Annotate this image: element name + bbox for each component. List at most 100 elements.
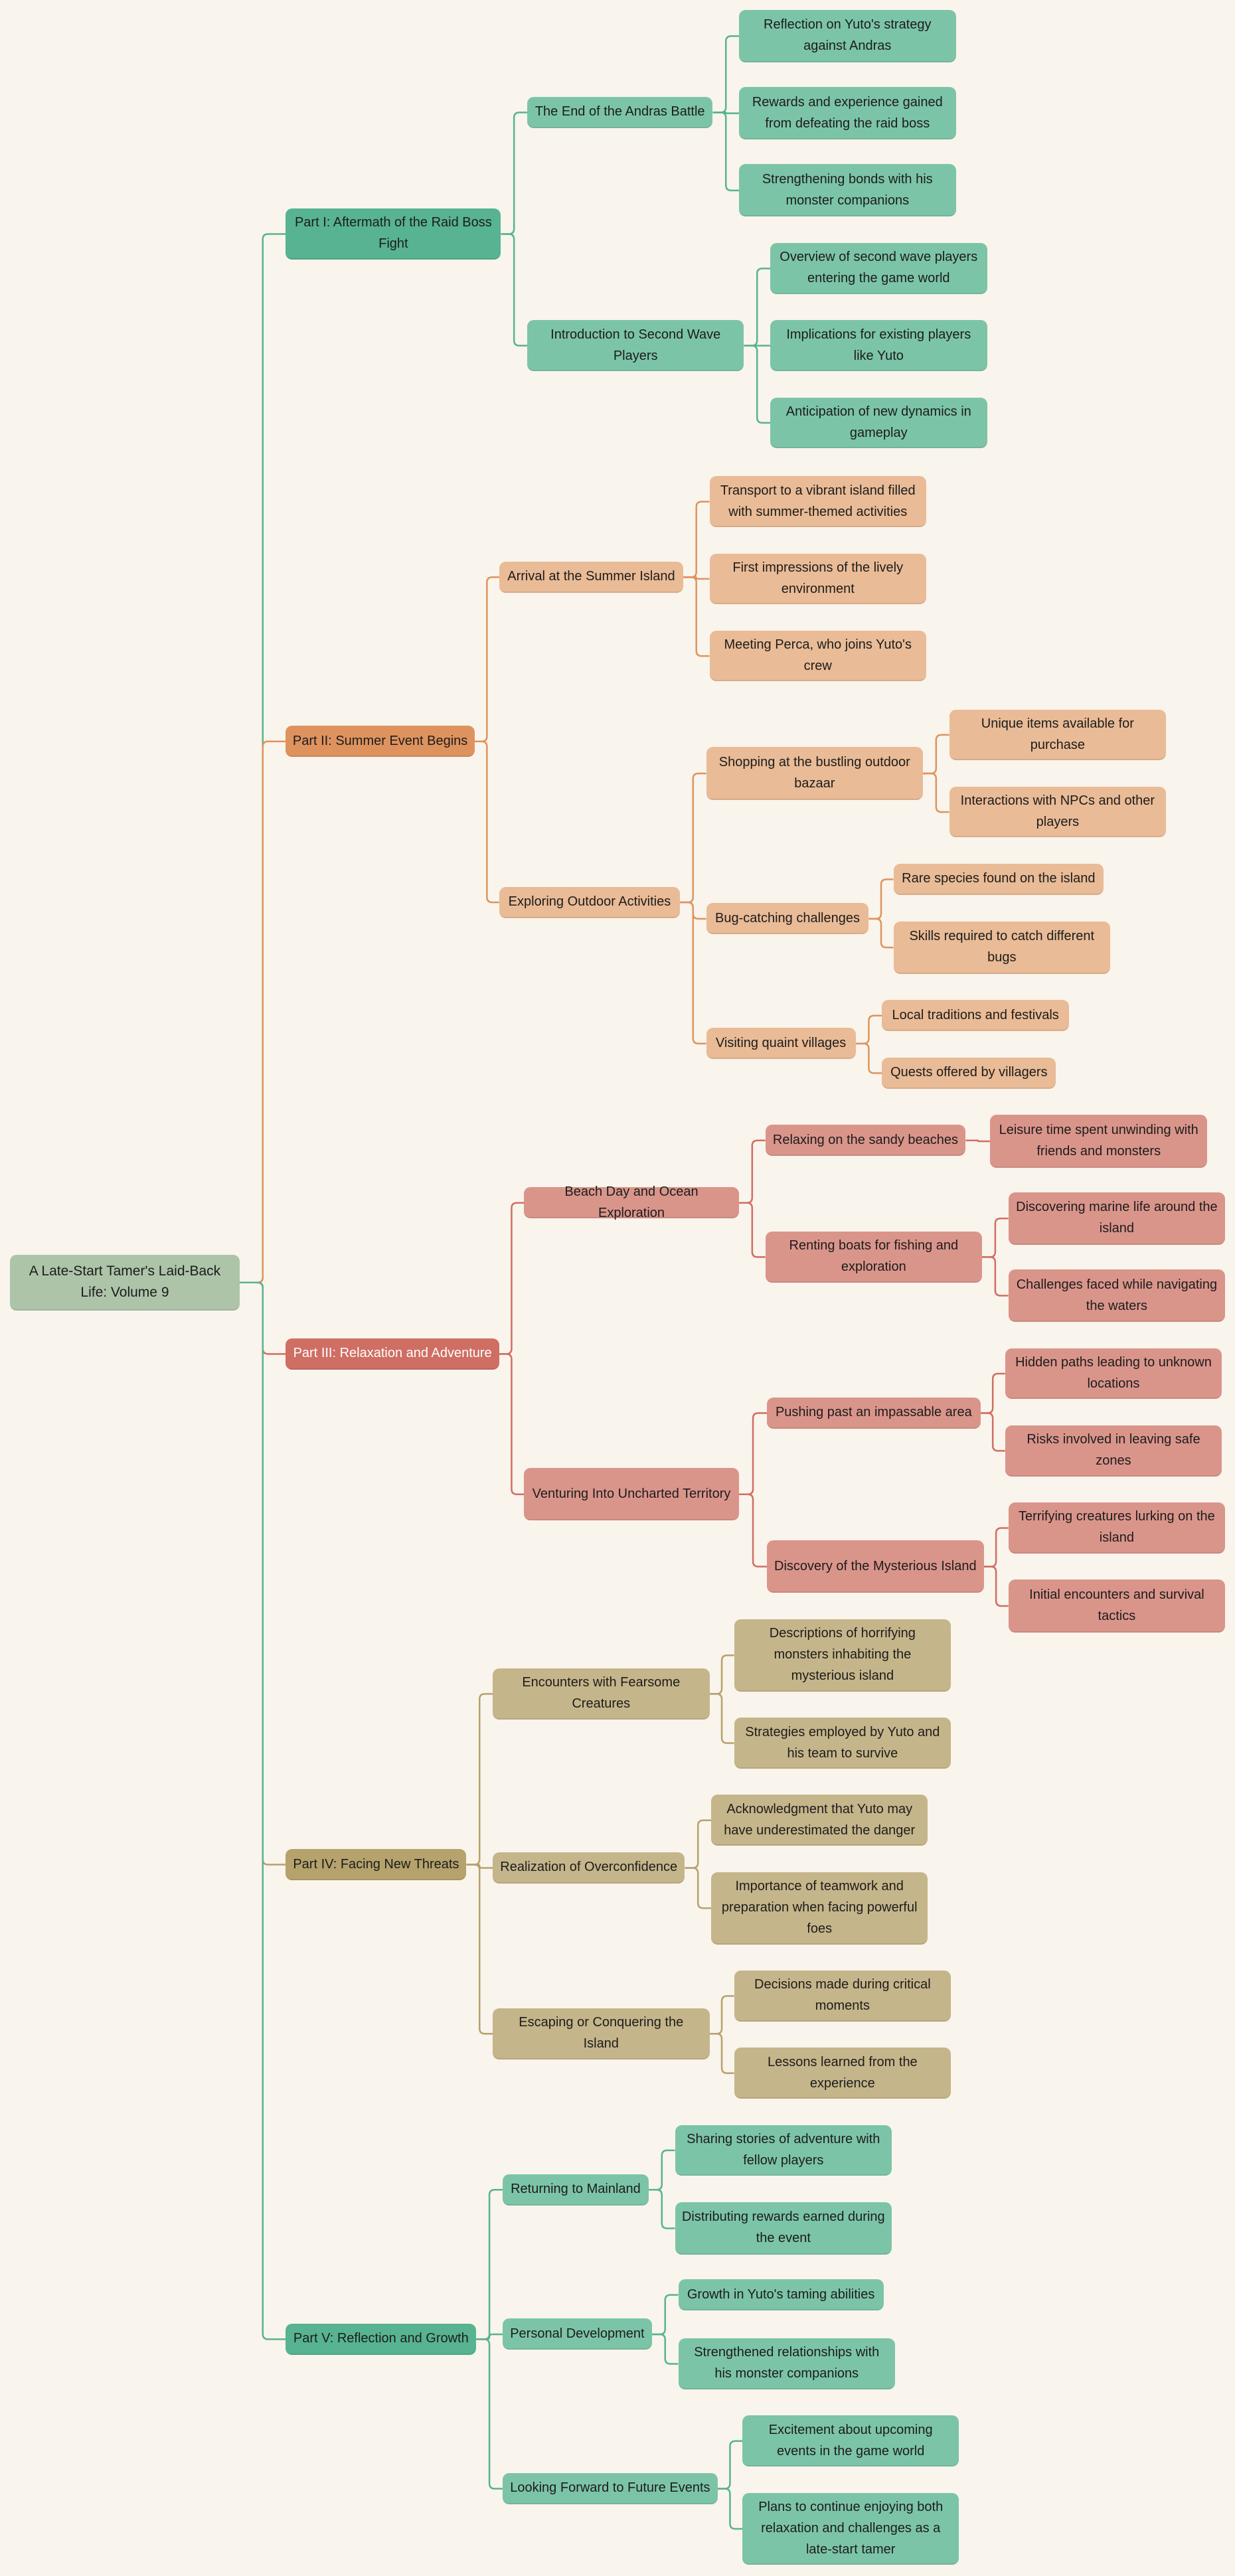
topic-node-sharing-stories-of-adventure-with-fellow[interactable]: Sharing stories of adventure with fellow… (675, 2125, 892, 2176)
topic-node-challenges-faced-while-navigating-the-wa[interactable]: Challenges faced while navigating the wa… (1008, 1269, 1226, 1323)
topic-node-strengthening-bonds-with-his-monster-com[interactable]: Strengthening bonds with his monster com… (739, 164, 956, 217)
connector-line (739, 1493, 768, 1568)
topic-node-returning-to-mainland[interactable]: Returning to Mainland (502, 2174, 649, 2206)
connector-line (240, 1281, 286, 2340)
node-label: Leisure time spent unwinding with friend… (999, 1123, 1198, 1159)
topic-node-shopping-at-the-bustling-outdoor-bazaar[interactable]: Shopping at the bustling outdoor bazaar (706, 747, 924, 800)
topic-node-overview-of-second-wave-players-entering[interactable]: Overview of second wave players entering… (770, 243, 987, 294)
node-label: Acknowledgment that Yuto may have undere… (724, 1801, 916, 1838)
topic-node-meeting-perca-who-joins-yuto-s-crew[interactable]: Meeting Perca, who joins Yuto's crew (709, 630, 926, 682)
node-label: Descriptions of horrifying monsters inha… (769, 1626, 916, 1684)
connector-line (648, 2149, 675, 2191)
topic-node-implications-for-existing-players-like-y[interactable]: Implications for existing players like Y… (770, 320, 987, 371)
topic-node-unique-items-available-for-purchase[interactable]: Unique items available for purchase (949, 709, 1167, 761)
topic-node-exploring-outdoor-activities[interactable]: Exploring Outdoor Activities (499, 886, 680, 918)
topic-node-relaxing-on-the-sandy-beaches[interactable]: Relaxing on the sandy beaches (765, 1125, 966, 1157)
topic-node-discovery-of-the-mysterious-island[interactable]: Discovery of the Mysterious Island (767, 1540, 984, 1593)
node-label: Initial encounters and survival tactics (1029, 1587, 1204, 1623)
topic-node-distributing-rewards-earned-during-the-e[interactable]: Distributing rewards earned during the e… (675, 2202, 892, 2255)
node-label: Part III: Relaxation and Adventure (293, 1346, 492, 1361)
connector-line (474, 576, 499, 742)
connector-line (712, 35, 740, 114)
node-label: Terrifying creatures lurking on the isla… (1019, 1509, 1215, 1546)
connector-line (982, 1256, 1009, 1297)
node-label: A Late-Start Tamer's Laid-Back Life: Vol… (29, 1263, 221, 1300)
topic-node-visiting-quaint-villages[interactable]: Visiting quaint villages (706, 1028, 856, 1060)
part-node-part-i-aftermath-of-the-raid-boss-fight[interactable]: Part I: Aftermath of the Raid Boss Fight (286, 208, 501, 260)
node-label: Sharing stories of adventure with fellow… (687, 2131, 880, 2168)
node-label: Strategies employed by Yuto and his team… (745, 1724, 940, 1761)
node-label: Realization of Overconfidence (500, 1860, 678, 1875)
topic-node-strategies-employed-by-yuto-and-his-team[interactable]: Strategies employed by Yuto and his team… (734, 1718, 951, 1769)
connector-line (685, 1867, 711, 1909)
topic-node-beach-day-and-ocean-exploration[interactable]: Beach Day and Ocean Exploration (524, 1184, 740, 1220)
topic-node-excitement-about-upcoming-events-in-the-[interactable]: Excitement about upcoming events in the … (742, 2415, 959, 2467)
topic-node-renting-boats-for-fishing-and-exploratio[interactable]: Renting boats for fishing and exploratio… (765, 1232, 983, 1283)
connector-line (717, 2488, 742, 2530)
node-label: Decisions made during critical moments (754, 1977, 931, 2014)
topic-node-personal-development[interactable]: Personal Development (502, 2318, 652, 2350)
topic-node-encounters-with-fearsome-creatures[interactable]: Encounters with Fearsome Creatures (493, 1668, 710, 1720)
node-label: Introduction to Second Wave Players (550, 327, 721, 363)
topic-node-rewards-and-experience-gained-from-defea[interactable]: Rewards and experience gained from defea… (739, 87, 956, 140)
topic-node-strengthened-relationships-with-his-mons[interactable]: Strengthened relationships with his mons… (678, 2338, 895, 2389)
topic-node-local-traditions-and-festivals[interactable]: Local traditions and festivals (882, 1000, 1070, 1032)
topic-node-interactions-with-npcs-and-other-players[interactable]: Interactions with NPCs and other players (949, 786, 1167, 838)
node-label: Exploring Outdoor Activities (508, 894, 671, 910)
topic-node-decisions-made-during-critical-moments[interactable]: Decisions made during critical moments (734, 1971, 951, 2022)
topic-node-descriptions-of-horrifying-monsters-inha[interactable]: Descriptions of horrifying monsters inha… (734, 1619, 951, 1692)
topic-node-bug-catching-challenges[interactable]: Bug-catching challenges (706, 903, 869, 935)
topic-node-discovering-marine-life-around-the-islan[interactable]: Discovering marine life around the islan… (1008, 1192, 1226, 1245)
node-label: Meeting Perca, who joins Yuto's crew (724, 637, 912, 674)
topic-node-growth-in-yuto-s-taming-abilities[interactable]: Growth in Yuto's taming abilities (678, 2279, 884, 2311)
connector-line (501, 233, 527, 347)
topic-node-plans-to-continue-enjoying-both-relaxati[interactable]: Plans to continue enjoying both relaxati… (742, 2492, 959, 2565)
connector-line (679, 772, 706, 904)
topic-node-initial-encounters-and-survival-tactics[interactable]: Initial encounters and survival tactics (1008, 1579, 1226, 1633)
node-label: Anticipation of new dynamics in gameplay (785, 404, 971, 440)
node-label: Discovery of the Mysterious Island (774, 1558, 977, 1573)
connector-line (501, 112, 527, 235)
part-node-part-v-reflection-and-growth[interactable]: Part V: Reflection and Growth (286, 2323, 477, 2355)
topic-node-transport-to-a-vibrant-island-filled-wit[interactable]: Transport to a vibrant island filled wit… (709, 476, 926, 527)
topic-node-first-impressions-of-the-lively-environm[interactable]: First impressions of the lively environm… (709, 553, 926, 605)
topic-node-pushing-past-an-impassable-area[interactable]: Pushing past an impassable area (767, 1397, 981, 1429)
node-label: Bug-catching challenges (715, 910, 860, 926)
connector-line (476, 2189, 503, 2340)
node-label: Renting boats for fishing and exploratio… (789, 1238, 959, 1275)
topic-node-anticipation-of-new-dynamics-in-gameplay[interactable]: Anticipation of new dynamics in gameplay (770, 397, 987, 449)
topic-node-acknowledgment-that-yuto-may-have-undere[interactable]: Acknowledgment that Yuto may have undere… (710, 1795, 928, 1846)
topic-node-quests-offered-by-villagers[interactable]: Quests offered by villagers (882, 1057, 1056, 1089)
topic-node-skills-required-to-catch-different-bugs[interactable]: Skills required to catch different bugs (893, 921, 1111, 974)
topic-node-lessons-learned-from-the-experience[interactable]: Lessons learned from the experience (734, 2048, 951, 2099)
topic-node-importance-of-teamwork-and-preparation-w[interactable]: Importance of teamwork and preparation w… (710, 1872, 928, 1945)
part-node-part-ii-summer-event-begins[interactable]: Part II: Summer Event Begins (286, 726, 475, 758)
topic-node-hidden-paths-leading-to-unknown-location[interactable]: Hidden paths leading to unknown location… (1005, 1348, 1222, 1400)
connector-line (709, 1693, 734, 1744)
topic-node-arrival-at-the-summer-island[interactable]: Arrival at the Summer Island (499, 561, 683, 593)
topic-node-the-end-of-the-andras-battle[interactable]: The End of the Andras Battle (527, 96, 713, 128)
connector-line (240, 740, 286, 1283)
connector-line (744, 345, 771, 424)
part-node-part-iv-facing-new-threats[interactable]: Part IV: Facing New Threats (286, 1849, 467, 1881)
connector-line (980, 1412, 1005, 1452)
root-node[interactable]: A Late-Start Tamer's Laid-Back Life: Vol… (9, 1254, 240, 1311)
topic-node-realization-of-overconfidence[interactable]: Realization of Overconfidence (493, 1852, 685, 1884)
topic-node-leisure-time-spent-unwinding-with-friend[interactable]: Leisure time spent unwinding with friend… (990, 1115, 1207, 1168)
topic-node-terrifying-creatures-lurking-on-the-isla[interactable]: Terrifying creatures lurking on the isla… (1008, 1502, 1226, 1554)
topic-node-escaping-or-conquering-the-island[interactable]: Escaping or Conquering the Island (493, 2008, 710, 2059)
topic-node-reflection-on-yuto-s-strategy-against-an[interactable]: Reflection on Yuto's strategy against An… (739, 9, 956, 62)
topic-node-venturing-into-uncharted-territory[interactable]: Venturing Into Uncharted Territory (524, 1468, 740, 1521)
topic-node-introduction-to-second-wave-players[interactable]: Introduction to Second Wave Players (527, 320, 744, 371)
connector-line (476, 2338, 503, 2490)
topic-node-looking-forward-to-future-events[interactable]: Looking Forward to Future Events (502, 2472, 718, 2504)
node-label: Importance of teamwork and preparation w… (721, 1879, 918, 1937)
topic-node-rare-species-found-on-the-island[interactable]: Rare species found on the island (893, 864, 1104, 895)
node-label: Arrival at the Summer Island (507, 569, 675, 584)
part-node-part-iii-relaxation-and-adventure[interactable]: Part III: Relaxation and Adventure (286, 1338, 499, 1370)
connector-line (983, 1527, 1009, 1568)
node-label: Pushing past an impassable area (775, 1405, 972, 1420)
node-label: Escaping or Conquering the Island (519, 2015, 684, 2052)
node-label: Implications for existing players like Y… (786, 327, 971, 363)
topic-node-risks-involved-in-leaving-safe-zones[interactable]: Risks involved in leaving safe zones (1005, 1425, 1222, 1477)
